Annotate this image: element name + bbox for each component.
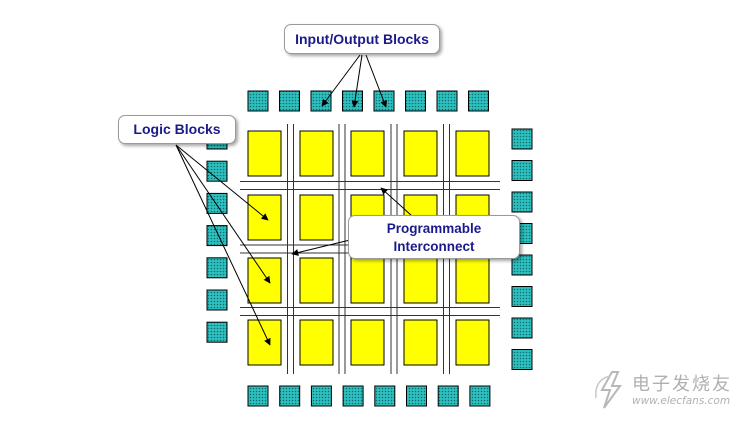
io-block bbox=[247, 385, 269, 407]
logic-block bbox=[403, 130, 438, 177]
io-block bbox=[405, 90, 426, 112]
logic-block bbox=[299, 257, 334, 304]
io-block bbox=[511, 286, 533, 307]
logic-block bbox=[350, 257, 385, 304]
logic-arrow bbox=[175, 144, 271, 346]
io-block bbox=[469, 385, 491, 407]
watermark-url: www.elecfans.com bbox=[632, 395, 731, 407]
io-block bbox=[247, 90, 269, 112]
io-block bbox=[206, 321, 228, 343]
io-block bbox=[342, 385, 364, 407]
io-block bbox=[310, 385, 332, 407]
logic-block bbox=[299, 194, 334, 241]
io-block bbox=[206, 289, 228, 311]
io-block bbox=[206, 225, 228, 247]
logic-block bbox=[455, 257, 490, 304]
elecfans-logo-icon bbox=[595, 371, 622, 409]
io-block bbox=[206, 192, 228, 214]
io-block bbox=[468, 90, 489, 112]
io-arrow bbox=[351, 54, 363, 108]
io-block bbox=[511, 128, 533, 150]
io-block bbox=[511, 191, 533, 213]
logic-block bbox=[247, 130, 282, 177]
io-block bbox=[206, 160, 228, 182]
io-block bbox=[342, 90, 363, 112]
logic-block bbox=[350, 130, 385, 177]
logic-block bbox=[247, 257, 282, 304]
logic-block bbox=[403, 319, 438, 366]
io-arrows bbox=[321, 54, 388, 108]
logic-arrow bbox=[175, 144, 269, 221]
logic-arrow bbox=[175, 144, 271, 284]
logic-block bbox=[350, 319, 385, 366]
watermark: 电子发烧友 www.elecfans.com bbox=[592, 368, 732, 414]
logic-block bbox=[247, 319, 282, 366]
watermark-text: 电子发烧友 bbox=[632, 374, 732, 395]
io-block bbox=[310, 90, 332, 112]
interconnect-arrows bbox=[291, 187, 413, 256]
interconnect-label-line2: Interconnect bbox=[393, 239, 475, 254]
io-block bbox=[511, 160, 533, 181]
logic-block bbox=[403, 257, 438, 304]
io-block bbox=[406, 385, 427, 407]
io-blocks-label: Input/Output Blocks bbox=[284, 24, 440, 54]
io-block bbox=[511, 317, 533, 339]
io-block bbox=[437, 385, 459, 407]
interconnect-label-line1: Programmable bbox=[386, 221, 482, 236]
logic-arrows bbox=[175, 144, 271, 346]
io-block bbox=[436, 90, 458, 112]
logic-block bbox=[299, 319, 334, 366]
io-block bbox=[279, 90, 300, 112]
io-block bbox=[511, 349, 533, 370]
io-block bbox=[511, 254, 533, 276]
io-arrow bbox=[321, 54, 361, 107]
interconnect-arrow bbox=[291, 239, 351, 256]
io-block bbox=[374, 385, 396, 407]
programmable-interconnect-label: Programmable Interconnect bbox=[348, 215, 520, 259]
io-block bbox=[206, 257, 228, 279]
logic-block bbox=[455, 319, 490, 366]
logic-block bbox=[455, 130, 490, 177]
io-block bbox=[279, 385, 301, 407]
io-arrow bbox=[365, 54, 388, 108]
interconnect-arrow bbox=[380, 187, 413, 217]
logic-block bbox=[299, 130, 334, 177]
logic-blocks-label: Logic Blocks bbox=[118, 115, 236, 144]
